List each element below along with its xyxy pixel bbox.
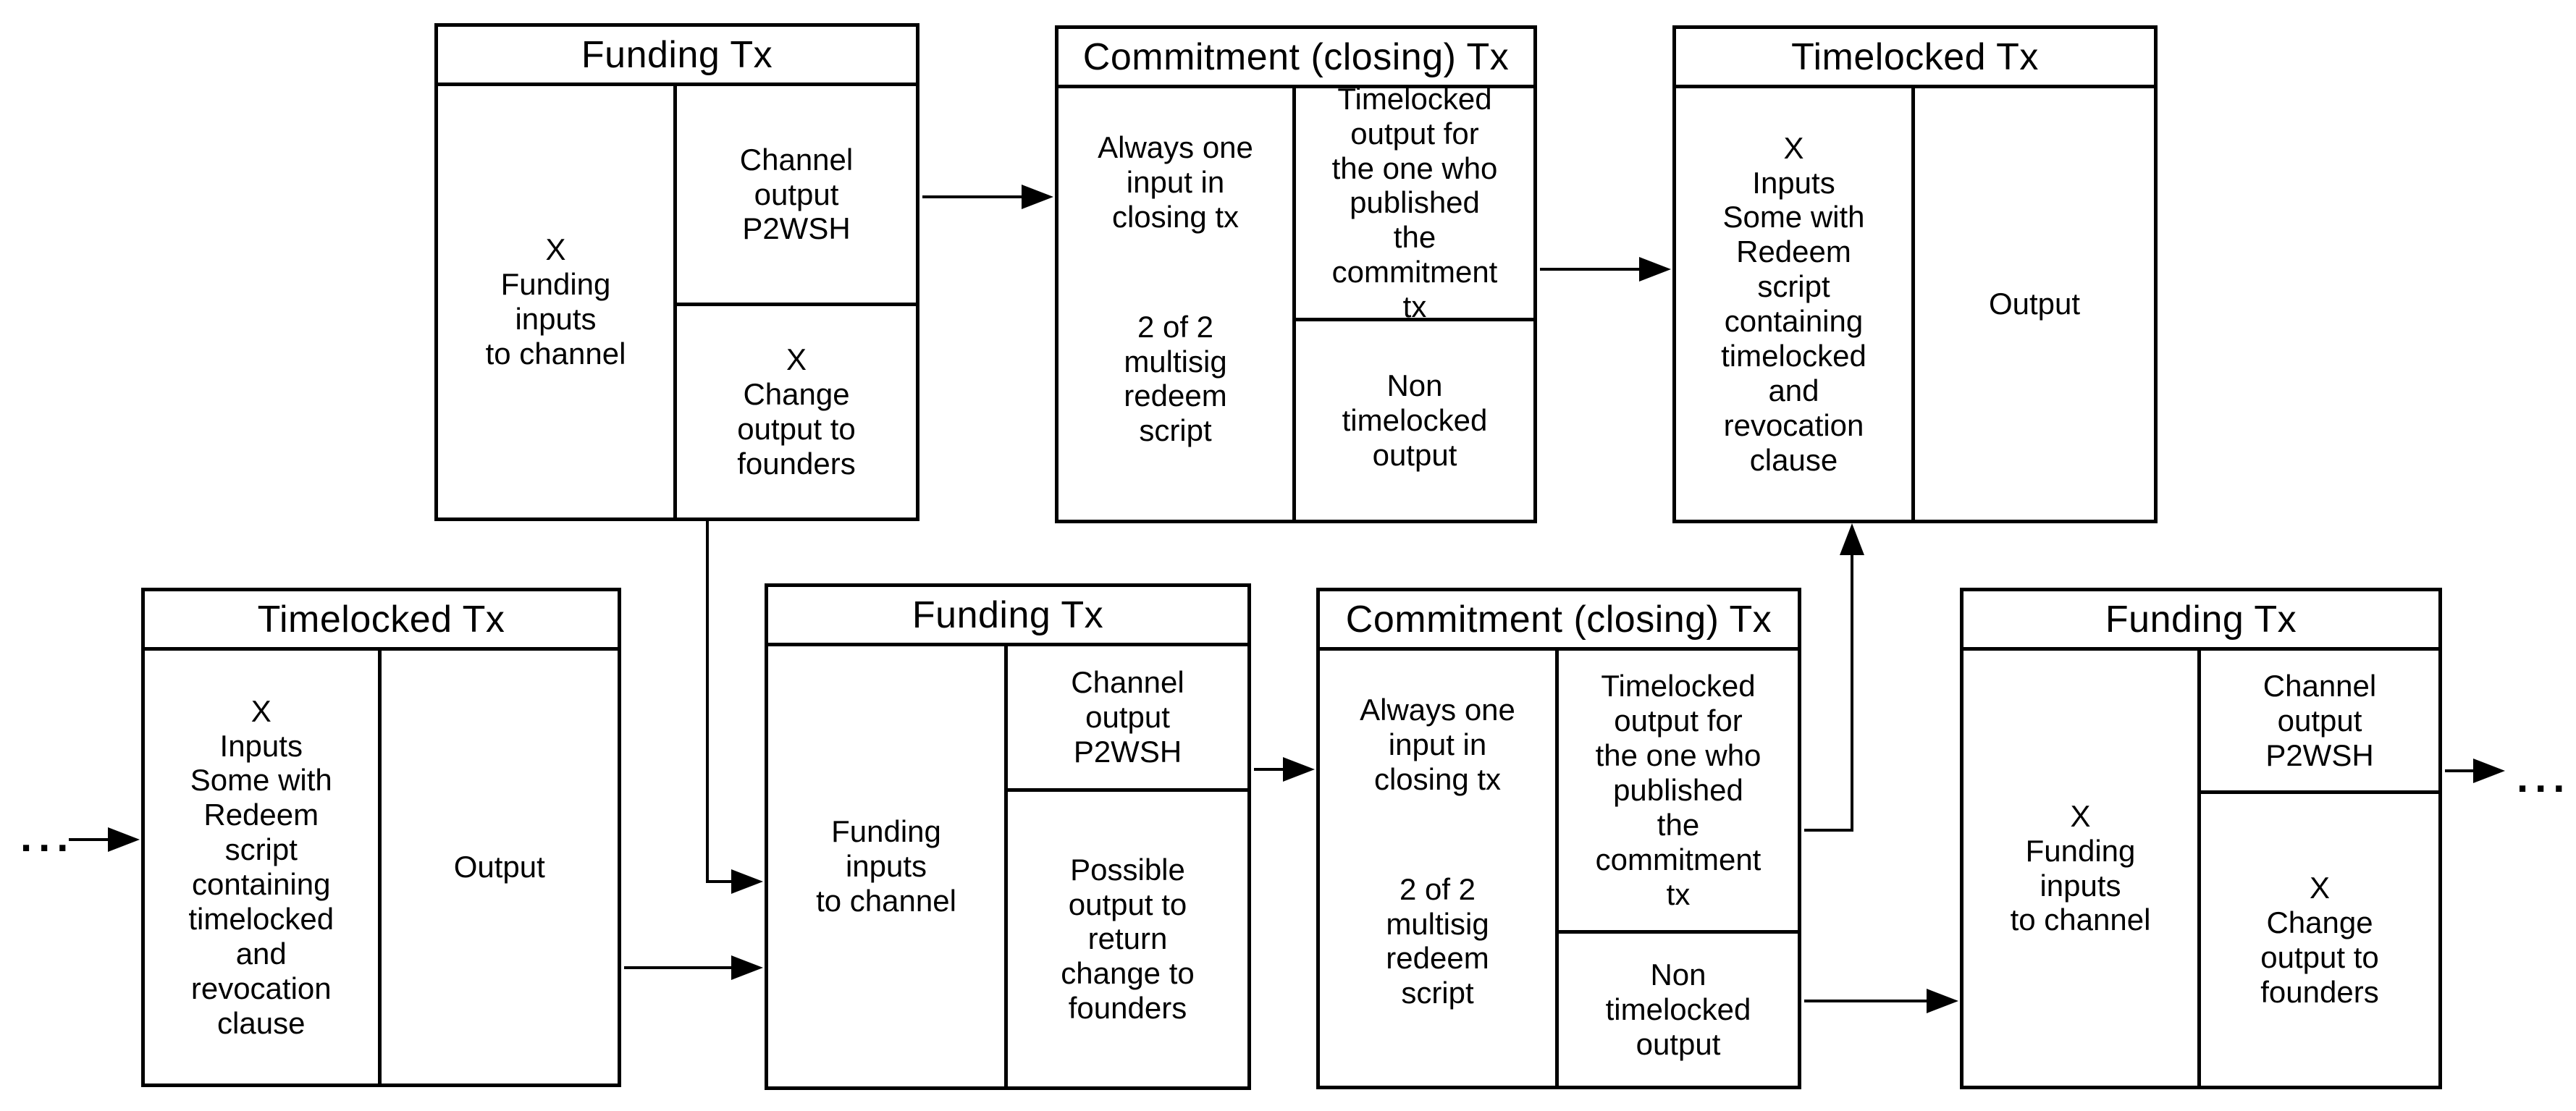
box-body: Always one input in closing tx 2 of 2 mu…	[1058, 82, 1533, 520]
commitment-closing-tx-box-top: Commitment (closing) Tx Always one input…	[1055, 25, 1537, 523]
funding-tx-box-bottom-middle: Funding Tx Funding inputs to channel Cha…	[765, 583, 1251, 1090]
box-title: Timelocked Tx	[1676, 29, 2154, 88]
arrowhead-commitment-bottom-to-timelocked-top	[1840, 523, 1864, 555]
multisig-redeem-script-text: 2 of 2 multisig redeem script	[1386, 871, 1489, 1010]
arrowhead-funding-middle-to-commitment-bottom	[1283, 757, 1315, 782]
output-cell: Output	[1988, 287, 2081, 321]
ellipsis-right: ...	[2517, 754, 2572, 801]
timelocked-inputs-cell: X Inputs Some with Redeem script contain…	[1676, 88, 1915, 520]
outputs-column: Channel output P2WSH Possible output to …	[1008, 646, 1247, 1086]
non-timelocked-output-cell: Non timelocked output	[1342, 368, 1488, 472]
box-body: X Inputs Some with Redeem script contain…	[1676, 88, 2154, 520]
timelocked-tx-box-top: Timelocked Tx X Inputs Some with Redeem …	[1672, 25, 2158, 523]
funding-inputs-cell: Funding inputs to channel	[768, 646, 1008, 1086]
possible-change-output-cell: Possible output to return change to foun…	[1061, 852, 1195, 1026]
outputs-column: Timelocked output for the one who publis…	[1296, 82, 1533, 520]
change-output-cell: X Change output to founders	[2260, 870, 2379, 1009]
timelocked-inputs-cell: X Inputs Some with Redeem script contain…	[145, 651, 382, 1083]
arrowhead-commitment-bottom-to-funding-right	[1927, 989, 1958, 1013]
always-one-input-text: Always one input in closing tx	[1098, 130, 1253, 234]
funding-tx-box-bottom-right: Funding Tx X Funding inputs to channel C…	[1960, 588, 2442, 1089]
timelocked-output-cell: Timelocked output for the one who publis…	[1296, 82, 1533, 324]
box-body: Always one input in closing tx 2 of 2 mu…	[1320, 651, 1798, 1086]
box-body: X Inputs Some with Redeem script contain…	[145, 651, 618, 1083]
arrow-funding-top-to-funding-middle-line	[706, 521, 732, 883]
arrowhead-commitment-top-to-timelocked-top	[1639, 257, 1671, 282]
box-title: Timelocked Tx	[145, 591, 618, 651]
arrowhead-funding-top-to-commitment-top	[1022, 185, 1053, 209]
box-title: Commitment (closing) Tx	[1320, 591, 1798, 651]
commitment-input-cell: Always one input in closing tx 2 of 2 mu…	[1058, 88, 1296, 520]
box-title: Commitment (closing) Tx	[1058, 29, 1533, 88]
outputs-column: Channel output P2WSH X Change output to …	[2201, 651, 2438, 1086]
arrow-commitment-bottom-to-timelocked-top-line	[1804, 554, 1853, 832]
funding-inputs-cell: X Funding inputs to channel	[1963, 651, 2201, 1086]
output-cell: Output	[453, 850, 545, 884]
channel-output-cell: Channel output P2WSH	[2201, 651, 2438, 795]
timelocked-tx-box-bottom-left: Timelocked Tx X Inputs Some with Redeem …	[141, 588, 621, 1087]
outputs-column: Channel output P2WSH X Change output to …	[677, 86, 916, 518]
non-timelocked-output-cell: Non timelocked output	[1605, 958, 1751, 1061]
box-title: Funding Tx	[438, 27, 916, 86]
arrowhead-timelocked-bottom-to-funding-middle	[731, 955, 763, 980]
multisig-redeem-script-text: 2 of 2 multisig redeem script	[1124, 309, 1227, 448]
box-body: X Funding inputs to channel Channel outp…	[1963, 651, 2438, 1086]
ellipsis-left: ...	[20, 814, 75, 861]
box-body: Funding inputs to channel Channel output…	[768, 646, 1247, 1086]
box-title: Funding Tx	[768, 587, 1247, 646]
arrowhead-ellipsis-to-timelocked-bottom	[108, 827, 140, 852]
change-output-cell: X Change output to founders	[737, 342, 856, 481]
channel-output-cell: Channel output P2WSH	[677, 86, 916, 306]
always-one-input-text: Always one input in closing tx	[1360, 693, 1515, 796]
commitment-input-cell: Always one input in closing tx 2 of 2 mu…	[1320, 651, 1559, 1086]
funding-inputs-cell: X Funding inputs to channel	[438, 86, 677, 518]
box-body: X Funding inputs to channel Channel outp…	[438, 86, 916, 518]
arrowhead-funding-right-to-ellipsis	[2473, 759, 2505, 783]
channel-output-cell: Channel output P2WSH	[1008, 646, 1247, 792]
outputs-column: Timelocked output for the one who publis…	[1559, 651, 1798, 1086]
box-title: Funding Tx	[1963, 591, 2438, 651]
timelocked-output-cell: Timelocked output for the one who publis…	[1559, 651, 1798, 934]
arrowhead-funding-top-to-funding-middle	[731, 869, 763, 894]
funding-tx-box-top: Funding Tx X Funding inputs to channel C…	[434, 23, 919, 521]
commitment-closing-tx-box-bottom: Commitment (closing) Tx Always one input…	[1316, 588, 1801, 1089]
